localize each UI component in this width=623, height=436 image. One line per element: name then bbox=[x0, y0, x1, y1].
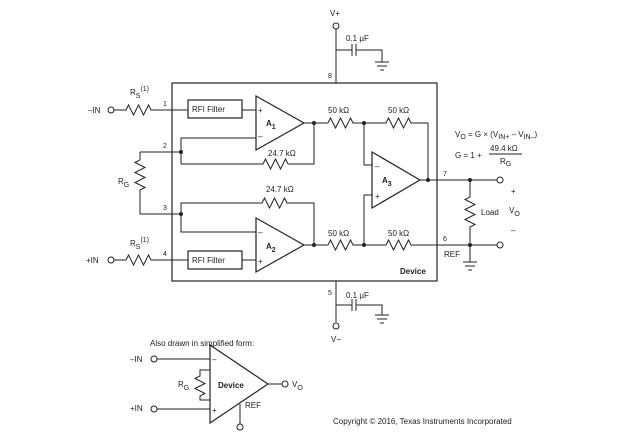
output-terminal-pos bbox=[496, 176, 504, 184]
rfi-filter-top bbox=[187, 99, 243, 119]
rfi-filter-bottom-label: RFI Filter bbox=[192, 256, 225, 265]
simplified-ref-label: REF bbox=[245, 401, 261, 410]
svg-text:VO = G × (VIN+ – VIN–): VO = G × (VIN+ – VIN–) bbox=[455, 130, 538, 141]
pin3-label: 3 bbox=[163, 205, 167, 212]
simplified-ref-terminal bbox=[236, 423, 244, 431]
device-label: Device bbox=[400, 267, 426, 276]
simplified-vo-label: V bbox=[292, 380, 298, 389]
eq1-close: ) bbox=[535, 130, 538, 139]
rs-bottom-note: (1) bbox=[140, 237, 149, 244]
svg-text:RG: RG bbox=[500, 157, 511, 168]
in-neg-label: –IN bbox=[88, 106, 101, 115]
svg-text:VO: VO bbox=[292, 380, 303, 392]
pin7-label: 7 bbox=[443, 171, 447, 178]
pin5-label: 5 bbox=[328, 290, 332, 297]
eq1-in-pos-sub: IN+ bbox=[498, 134, 509, 141]
a3-sub: 3 bbox=[388, 181, 392, 188]
eq2-numerator: 49.4 kΩ bbox=[490, 144, 518, 153]
a3-minus-sign: – bbox=[375, 162, 380, 171]
pin8-label: 8 bbox=[328, 73, 332, 80]
svg-text:RG: RG bbox=[178, 380, 189, 392]
supply-neg-label: V− bbox=[331, 335, 341, 344]
in-neg-terminal bbox=[107, 106, 115, 114]
eq2-gain-prefix: G = 1 + bbox=[455, 151, 482, 160]
simplified-rg-sub: G bbox=[184, 385, 189, 392]
svg-text:VO: VO bbox=[509, 206, 520, 218]
rg-sub: G bbox=[124, 182, 129, 189]
simplified-minus-sign: – bbox=[212, 355, 217, 364]
simplified-in-pos-terminal bbox=[150, 405, 158, 413]
svg-text:RS(1): RS(1) bbox=[130, 237, 149, 251]
simplified-caption: Also drawn in simplified form: bbox=[150, 339, 254, 348]
eq2-denominator-sub: G bbox=[506, 161, 511, 168]
eq1-vo: V bbox=[455, 130, 461, 139]
r50-1-label: 50 kΩ bbox=[328, 106, 349, 115]
copyright-notice: Copyright © 2016, Texas Instruments Inco… bbox=[333, 417, 512, 426]
a2-plus-sign: + bbox=[258, 257, 263, 266]
op-amp-a3 bbox=[371, 150, 422, 210]
pin1-label: 1 bbox=[163, 101, 167, 108]
simplified-vo-sub: O bbox=[297, 385, 303, 392]
eq1-in-neg-sub: IN– bbox=[524, 134, 535, 141]
pin2-label: 2 bbox=[163, 143, 167, 150]
rfi-filter-top-label: RFI Filter bbox=[192, 105, 225, 114]
op-amp-a1 bbox=[255, 94, 306, 152]
simplified-in-pos-label: +IN bbox=[130, 404, 143, 413]
rg-label: R bbox=[118, 177, 124, 186]
r50-4-label: 50 kΩ bbox=[388, 229, 409, 238]
a3-plus-sign: + bbox=[375, 192, 380, 201]
svg-text:RS(1): RS(1) bbox=[130, 86, 149, 100]
r-feedback-top-label: 24.7 kΩ bbox=[268, 149, 296, 158]
in-pos-label: +IN bbox=[86, 256, 99, 265]
a1-plus-sign: + bbox=[258, 106, 263, 115]
eq1-mid: = G × (V bbox=[466, 130, 499, 139]
supply-neg-terminal bbox=[332, 322, 340, 330]
simplified-in-neg-terminal bbox=[150, 355, 158, 363]
rs-bottom-sub: S bbox=[136, 244, 141, 251]
rs-top-sub: S bbox=[136, 93, 141, 100]
r50-3-label: 50 kΩ bbox=[328, 229, 349, 238]
vo-label: V bbox=[509, 206, 515, 215]
load-label: Load bbox=[481, 208, 499, 217]
supply-pos-terminal bbox=[332, 22, 340, 30]
in-pos-terminal bbox=[107, 256, 115, 264]
supply-pos-label: V+ bbox=[330, 9, 340, 18]
eq2-denominator: R bbox=[500, 157, 506, 166]
svg-text:RG: RG bbox=[118, 177, 129, 189]
output-terminal-neg bbox=[496, 241, 504, 249]
eq1-vo-sub: O bbox=[460, 134, 466, 141]
op-amp-a2 bbox=[255, 216, 306, 274]
pin6-label: 6 bbox=[443, 236, 447, 243]
a3-label: A bbox=[382, 176, 388, 185]
ref-label: REF bbox=[444, 250, 460, 259]
a1-label: A bbox=[266, 119, 272, 128]
a2-label: A bbox=[266, 242, 272, 251]
pin4-label: 4 bbox=[163, 251, 167, 258]
simplified-amplifier bbox=[209, 343, 270, 425]
eq1-minus: – V bbox=[509, 130, 524, 139]
r-feedback-bottom-label: 24.7 kΩ bbox=[266, 185, 294, 194]
cap-top-label: 0.1 µF bbox=[346, 34, 369, 43]
output-minus-sign: – bbox=[511, 226, 516, 235]
a2-minus-sign: – bbox=[258, 228, 263, 237]
simplified-output-terminal bbox=[281, 380, 289, 388]
simplified-plus-sign: + bbox=[212, 406, 217, 415]
svg-text:A2: A2 bbox=[266, 242, 276, 254]
rs-bottom-label: R bbox=[130, 239, 136, 248]
simplified-device-label: Device bbox=[218, 381, 244, 390]
vo-sub: O bbox=[514, 211, 520, 218]
simplified-rg-label: R bbox=[178, 380, 184, 389]
a1-minus-sign: – bbox=[258, 132, 263, 141]
rs-top-label: R bbox=[130, 88, 136, 97]
svg-text:A3: A3 bbox=[382, 176, 392, 188]
r50-2-label: 50 kΩ bbox=[388, 106, 409, 115]
output-plus-sign: + bbox=[511, 187, 516, 196]
a2-sub: 2 bbox=[272, 247, 276, 254]
svg-text:A1: A1 bbox=[266, 119, 276, 131]
cap-bottom-label: 0.1 µF bbox=[346, 291, 369, 300]
simplified-in-neg-label: –IN bbox=[130, 355, 143, 364]
a1-sub: 1 bbox=[272, 124, 276, 131]
rs-top-note: (1) bbox=[140, 86, 149, 93]
